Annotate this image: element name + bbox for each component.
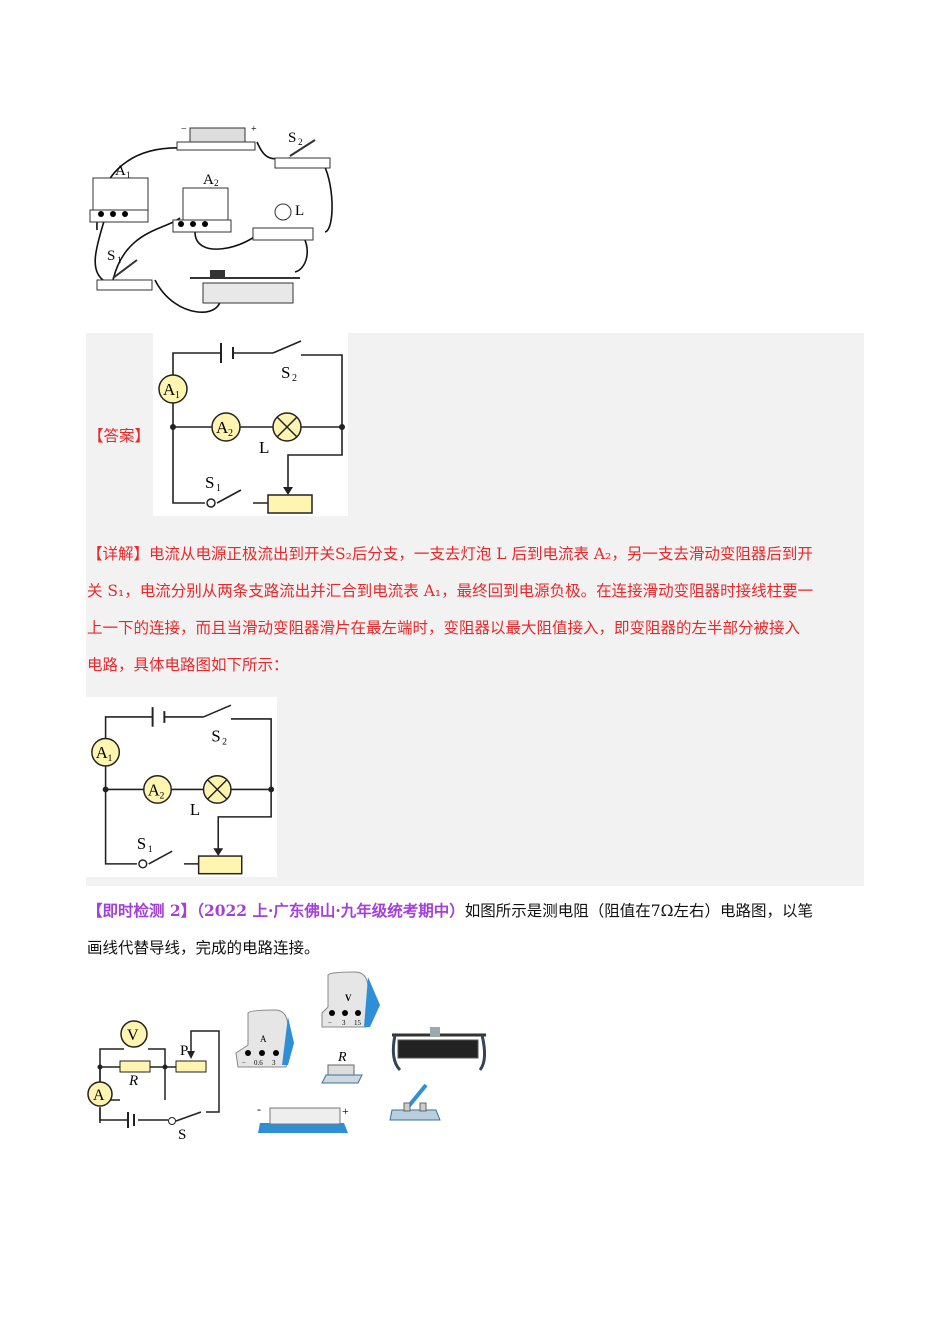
voltmeter-symbol: V xyxy=(120,1020,148,1048)
svg-text:A: A xyxy=(203,172,214,188)
svg-text:-: - xyxy=(257,1102,261,1116)
rheostat-symbol xyxy=(267,494,313,514)
svg-text:L: L xyxy=(190,800,200,819)
svg-text:S: S xyxy=(178,1127,186,1143)
svg-text:A: A xyxy=(216,418,229,437)
svg-text:1: 1 xyxy=(148,844,153,855)
svg-text:−: − xyxy=(181,124,187,135)
svg-text:−: − xyxy=(242,1059,246,1067)
svg-text:2: 2 xyxy=(222,736,227,747)
resistor-device: R xyxy=(321,1050,363,1084)
svg-text:1: 1 xyxy=(108,753,113,764)
svg-text:A: A xyxy=(163,380,176,399)
svg-text:1: 1 xyxy=(216,483,221,494)
svg-text:0.6: 0.6 xyxy=(254,1059,263,1067)
svg-text:S: S xyxy=(288,130,296,146)
svg-text:S: S xyxy=(107,248,115,264)
svg-text:S: S xyxy=(211,726,220,745)
svg-text:2: 2 xyxy=(159,790,164,801)
svg-text:+: + xyxy=(342,1104,349,1118)
svg-text:3: 3 xyxy=(342,1019,346,1027)
svg-text:2: 2 xyxy=(228,428,233,439)
svg-text:V: V xyxy=(127,1027,139,1044)
explanation-text: 【详解】电流从电源正极流出到开关S₂后分支，一支去灯泡 L 后到电流表 A₂，另… xyxy=(87,545,814,674)
svg-text:3: 3 xyxy=(272,1059,276,1067)
svg-text:+: + xyxy=(251,124,257,135)
svg-text:15: 15 xyxy=(354,1019,362,1027)
question-text: 【即时检测 2】（2022 上·广东佛山·九年级统考期中）如图所示是测电阻（阻值… xyxy=(87,901,813,957)
svg-text:1: 1 xyxy=(175,390,180,401)
svg-text:1: 1 xyxy=(126,170,131,180)
svg-text:2: 2 xyxy=(214,178,219,188)
svg-text:1: 1 xyxy=(117,255,122,265)
svg-text:A: A xyxy=(260,1034,267,1044)
svg-text:L: L xyxy=(295,203,304,219)
question-circuit-diagram: V R P A S xyxy=(87,1020,220,1143)
svg-text:2: 2 xyxy=(298,137,303,147)
rheostat xyxy=(190,270,300,304)
svg-text:R: R xyxy=(128,1073,138,1089)
svg-text:A: A xyxy=(93,1087,105,1104)
lamp-symbol xyxy=(202,775,232,804)
svg-text:S: S xyxy=(205,473,214,492)
svg-text:A: A xyxy=(148,780,160,799)
rheostat-device xyxy=(391,1027,487,1072)
svg-text:R: R xyxy=(337,1050,347,1065)
svg-text:S: S xyxy=(137,834,146,853)
ammeter-device: A − 0.6 3 xyxy=(235,1009,294,1068)
rheostat-symbol xyxy=(197,855,243,875)
svg-text:S: S xyxy=(281,363,290,382)
ammeter-symbol: A xyxy=(87,1081,113,1107)
svg-text:A: A xyxy=(115,163,126,179)
apparatus-images: A − 0.6 3 V − 3 15 R - + xyxy=(235,971,487,1133)
lamp-symbol xyxy=(272,412,302,442)
answer-label: 【答案】 xyxy=(88,427,151,445)
lamp-l: L xyxy=(252,203,314,241)
svg-text:A: A xyxy=(96,743,108,762)
battery-box: − + xyxy=(176,124,257,151)
svg-text:L: L xyxy=(259,438,269,457)
rheostat-symbol xyxy=(175,1060,207,1073)
battery-device: - + xyxy=(257,1102,349,1133)
switch-device xyxy=(389,1083,441,1121)
svg-text:V: V xyxy=(345,993,352,1003)
resistor-symbol xyxy=(119,1060,151,1073)
svg-text:2: 2 xyxy=(292,373,297,384)
svg-text:P: P xyxy=(180,1043,188,1059)
voltmeter-device: V − 3 15 xyxy=(321,971,380,1028)
svg-text:−: − xyxy=(328,1019,332,1027)
